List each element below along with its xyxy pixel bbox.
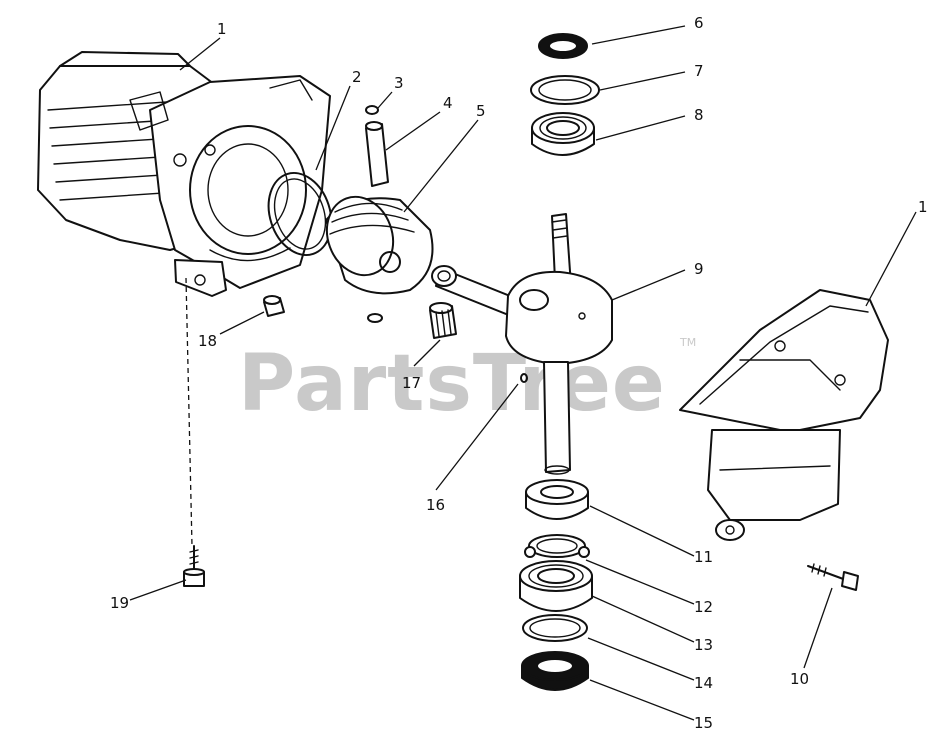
callout-13-ball-bearing: 13 bbox=[694, 636, 713, 654]
callout-2-piston-ring: 2 bbox=[352, 68, 362, 86]
part-crankcase-screw[interactable] bbox=[807, 563, 859, 591]
callout-10-crankcase-screw: 10 bbox=[790, 670, 809, 688]
callout-9-crankshaft: 9 bbox=[694, 260, 704, 278]
part-piston-ring[interactable] bbox=[258, 165, 341, 263]
callout-18-dowel-pin: 18 bbox=[198, 332, 217, 350]
callout-4-piston-pin: 4 bbox=[443, 94, 453, 112]
part-crankshaft[interactable] bbox=[431, 213, 613, 475]
part-piston[interactable] bbox=[316, 187, 434, 295]
callouts: 1 2 3 4 5 6 7 8 9 1 16 17 18 19 10 11 12… bbox=[110, 14, 928, 732]
part-retaining-ring-upper[interactable] bbox=[530, 75, 600, 105]
part-snap-ring[interactable] bbox=[524, 534, 590, 558]
callout-1-crankcase-cylinder: 1 bbox=[217, 20, 227, 38]
callout-12-snap-ring: 12 bbox=[694, 598, 713, 616]
callout-6-oil-seal: 6 bbox=[694, 14, 704, 32]
part-oil-seal-lower[interactable] bbox=[521, 651, 589, 691]
part-ball-bearing-lower[interactable] bbox=[519, 560, 593, 612]
part-woodruff-key[interactable] bbox=[520, 373, 528, 383]
callout-11-bearing-sleeve: 11 bbox=[694, 548, 713, 566]
callout-16-woodruff-key: 16 bbox=[426, 496, 445, 514]
part-bearing-sleeve[interactable] bbox=[525, 479, 589, 520]
callout-1-crankcase-half: 1 bbox=[918, 198, 928, 216]
callout-5-piston: 5 bbox=[476, 102, 486, 120]
callout-17-needle-bearing: 17 bbox=[402, 374, 421, 392]
part-retaining-ring[interactable] bbox=[365, 105, 383, 323]
part-crankcase-half[interactable] bbox=[679, 289, 889, 541]
callout-14-retaining-ring: 14 bbox=[694, 674, 713, 692]
part-crankcase-cylinder[interactable] bbox=[37, 51, 331, 297]
callout-15-oil-seal: 15 bbox=[694, 714, 713, 732]
part-dowel-pin[interactable] bbox=[263, 295, 285, 317]
watermark-trademark: TM bbox=[679, 336, 696, 349]
part-retaining-ring-lower[interactable] bbox=[522, 614, 588, 642]
part-piston-pin[interactable] bbox=[365, 121, 389, 187]
part-screw[interactable] bbox=[183, 545, 205, 587]
callout-3-retaining-ring: 3 bbox=[394, 74, 404, 92]
part-ball-bearing-upper[interactable] bbox=[531, 112, 595, 156]
part-needle-bearing[interactable] bbox=[429, 302, 457, 339]
callout-19-screw: 19 bbox=[110, 594, 129, 612]
watermark: PartsTree TM bbox=[238, 336, 696, 429]
callout-8-ball-bearing: 8 bbox=[694, 106, 704, 124]
callout-7-retaining-ring: 7 bbox=[694, 62, 704, 80]
leader-lines bbox=[129, 25, 917, 721]
part-oil-seal-upper[interactable] bbox=[538, 33, 588, 59]
